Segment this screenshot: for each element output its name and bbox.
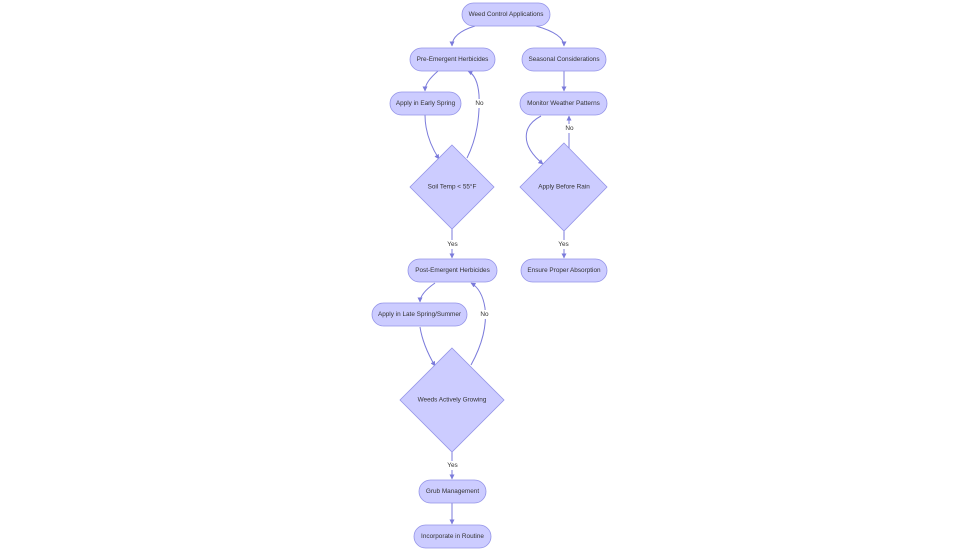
edge-label-rain-no: No — [565, 125, 574, 132]
edge-label-rain-yes: Yes — [558, 241, 568, 248]
node-label-incorporate-in-routine: Incorporate in Routine — [421, 533, 484, 540]
edge-root-to-seasonal — [535, 25, 567, 47]
nodes: Weed Control Applications Pre-Emergent H… — [371, 2, 608, 549]
node-monitor-weather-patterns[interactable]: Monitor Weather Patterns — [519, 91, 608, 116]
decision-soil-temp[interactable]: Soil Temp < 55°F — [409, 144, 495, 230]
edge-label-weeds-no: No — [480, 311, 489, 318]
edge-label-weeds-yes: Yes — [447, 462, 457, 469]
node-label-monitor-weather-patterns: Monitor Weather Patterns — [527, 100, 600, 107]
decision-label-soil-temp: Soil Temp < 55°F — [428, 183, 477, 191]
node-apply-in-late-spring-summer[interactable]: Apply in Late Spring/Summer — [371, 302, 468, 327]
edge-root-to-pre-emergent — [449, 25, 476, 47]
edge-early-spring-to-soil — [424, 114, 440, 160]
edge-soil-no-to-pre-emergent — [466, 70, 480, 159]
edge-labels: No Yes No Yes No Yes — [446, 99, 575, 470]
edge-pre-emergent-to-early-spring — [422, 70, 439, 92]
node-incorporate-in-routine[interactable]: Incorporate in Routine — [413, 524, 492, 549]
decision-label-apply-before-rain: Apply Before Rain — [538, 184, 590, 191]
node-seasonal-considerations[interactable]: Seasonal Considerations — [521, 47, 607, 72]
node-label-pre-emergent-herbicides: Pre-Emergent Herbicides — [417, 56, 489, 63]
decision-apply-before-rain[interactable]: Apply Before Rain — [519, 142, 608, 232]
edge-weeds-no-to-post — [470, 282, 486, 366]
decision-weeds-actively-growing[interactable]: Weeds Actively Growing — [399, 347, 505, 453]
edge-label-soil-no: No — [475, 100, 484, 107]
node-label-apply-in-late-spring-summer: Apply in Late Spring/Summer — [378, 311, 462, 318]
node-apply-in-early-spring[interactable]: Apply in Early Spring — [389, 91, 462, 116]
node-post-emergent-herbicides[interactable]: Post-Emergent Herbicides — [407, 258, 498, 283]
node-label-apply-in-early-spring: Apply in Early Spring — [396, 100, 456, 107]
node-ensure-proper-absorption[interactable]: Ensure Proper Absorption — [520, 258, 608, 283]
node-label-post-emergent-herbicides: Post-Emergent Herbicides — [415, 267, 490, 274]
decision-label-weeds-actively-growing: Weeds Actively Growing — [418, 397, 487, 404]
edge-monitor-to-rain — [525, 115, 544, 165]
edge-label-soil-yes: Yes — [447, 241, 457, 248]
edge-late-spring-to-weeds — [419, 326, 436, 367]
node-label-grub-management: Grub Management — [426, 488, 480, 495]
edge-post-to-late-spring — [417, 282, 436, 303]
node-grub-management[interactable]: Grub Management — [418, 479, 487, 504]
node-label-ensure-proper-absorption: Ensure Proper Absorption — [527, 267, 601, 274]
node-label-seasonal-considerations: Seasonal Considerations — [528, 56, 599, 63]
node-weed-control-applications[interactable]: Weed Control Applications — [461, 2, 551, 27]
node-label-weed-control-applications: Weed Control Applications — [469, 11, 544, 18]
node-pre-emergent-herbicides[interactable]: Pre-Emergent Herbicides — [409, 47, 496, 72]
